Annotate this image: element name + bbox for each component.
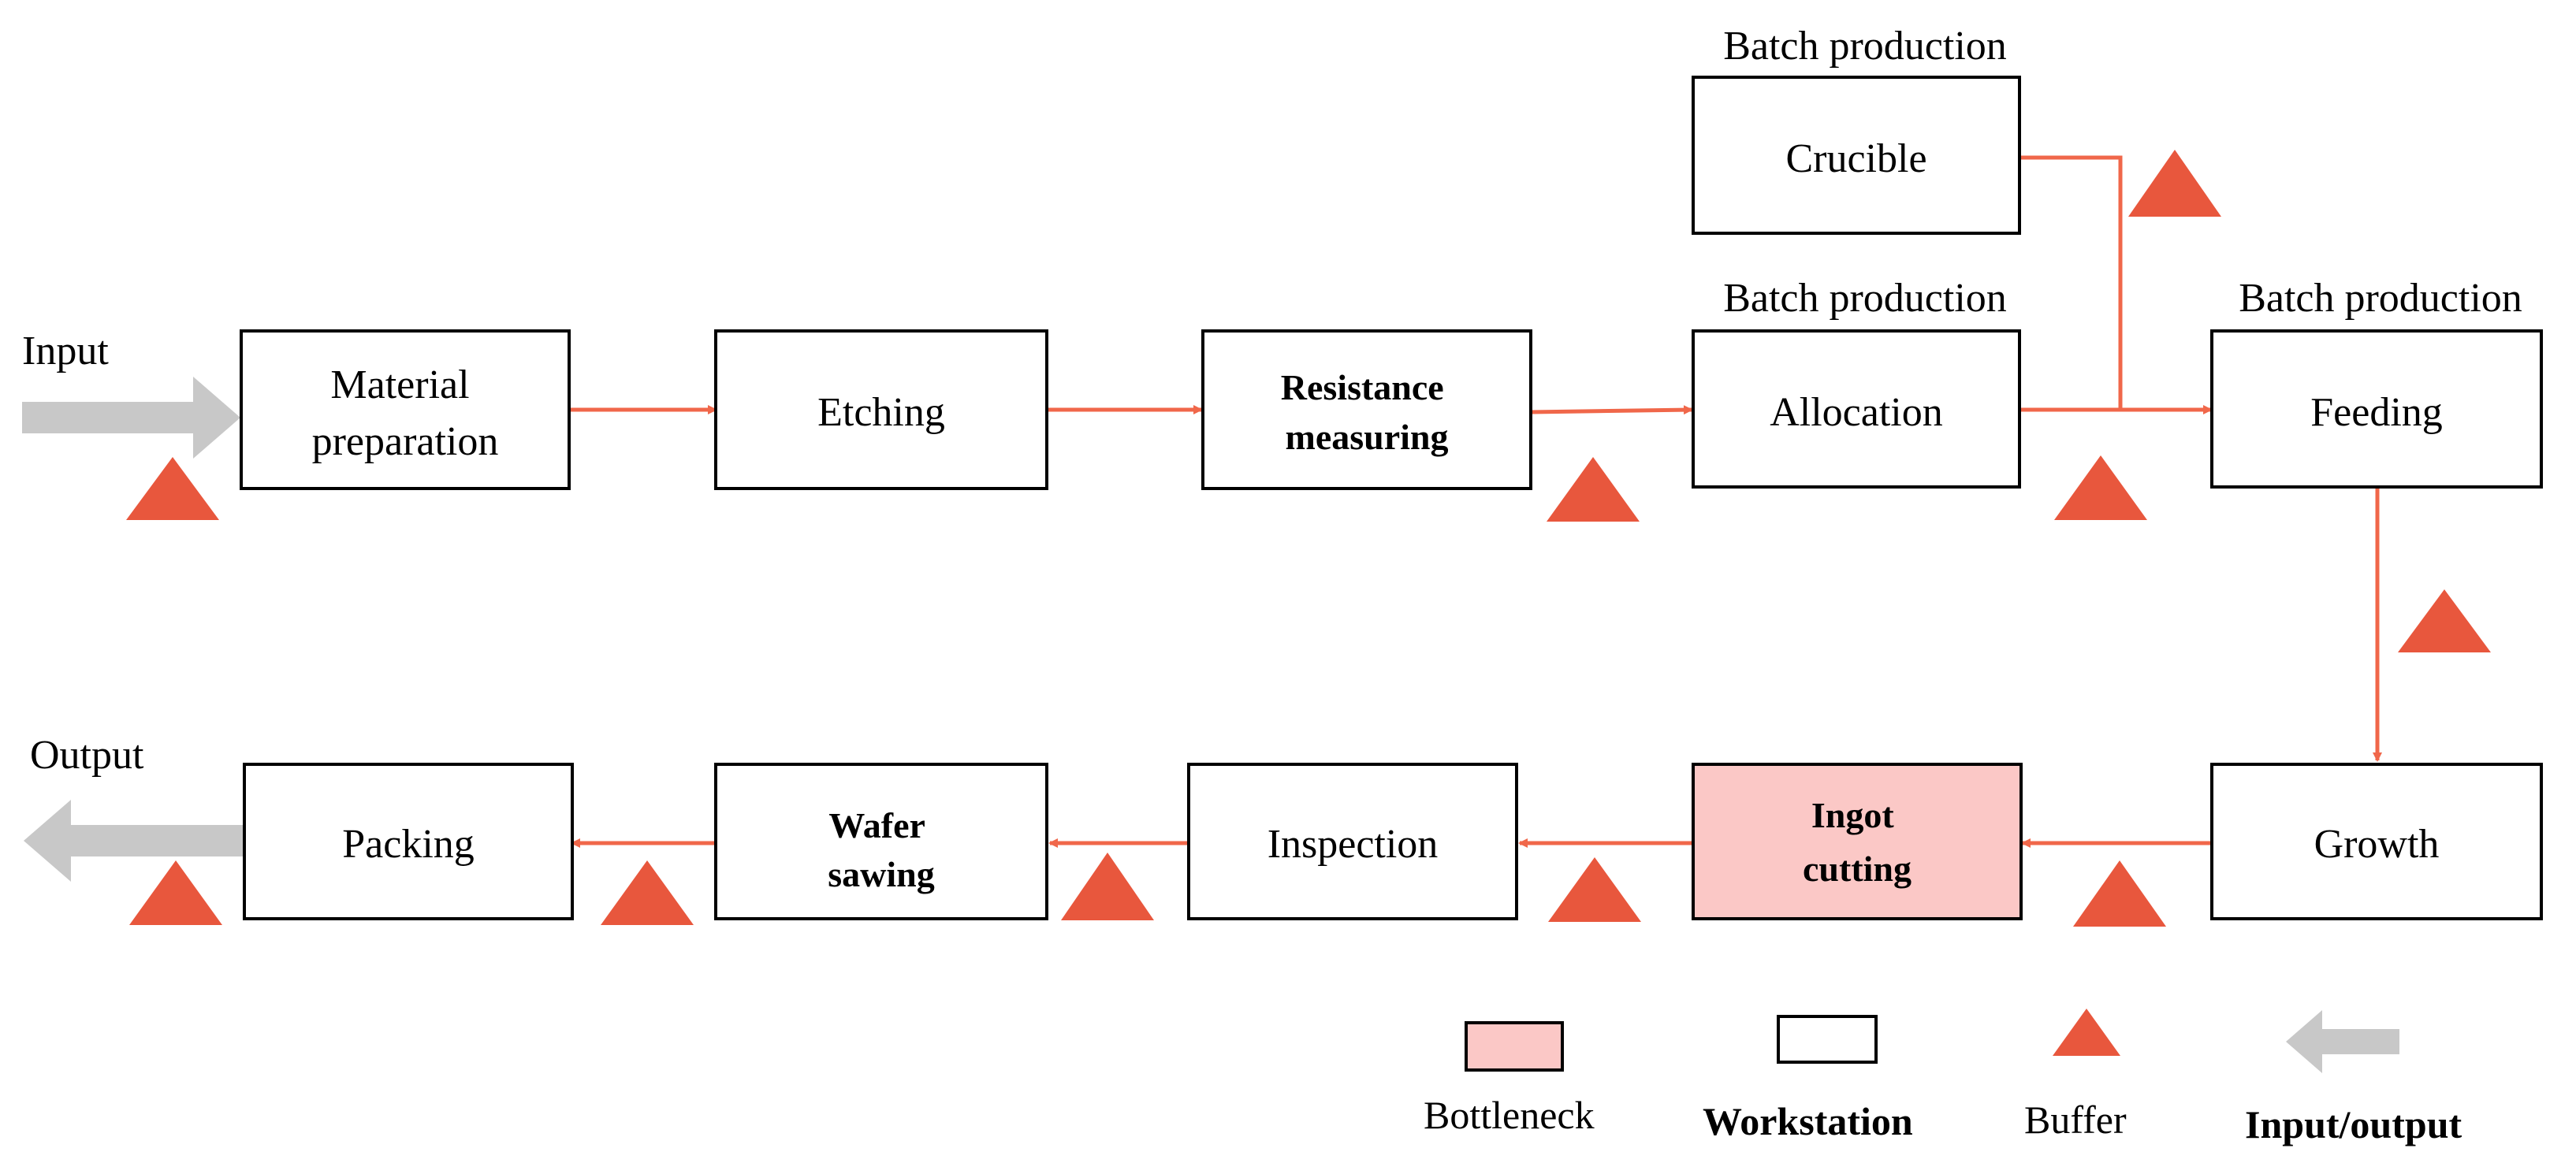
buffer-triangle bbox=[129, 860, 222, 925]
node-wafer-sawing: Wafer sawing bbox=[714, 763, 1048, 920]
svg-text:Feeding: Feeding bbox=[2310, 390, 2443, 435]
buffer-triangle bbox=[2054, 455, 2147, 520]
node-allocation: Allocation bbox=[1692, 329, 2021, 489]
svg-text:Allocation: Allocation bbox=[1770, 390, 1943, 435]
legend-input-output-swatch bbox=[2286, 1010, 2399, 1073]
buffer-triangle bbox=[2128, 150, 2221, 217]
flow-connectors bbox=[569, 155, 2382, 848]
legend: Bottleneck Workstation Buffer Input/outp… bbox=[1424, 1009, 2462, 1146]
output-arrow bbox=[24, 800, 243, 882]
legend-input-output-label: Input/output bbox=[2245, 1102, 2462, 1146]
buffer-triangle bbox=[601, 860, 694, 925]
svg-text:Growth: Growth bbox=[2314, 822, 2440, 867]
crucible-batch-caption: Batch production bbox=[1723, 24, 2007, 69]
node-material-preparation: Material preparation bbox=[240, 329, 571, 490]
flow-resistance-to-allocation bbox=[1530, 405, 1693, 415]
buffer-triangle bbox=[2398, 589, 2491, 652]
node-growth: Growth bbox=[2210, 763, 2543, 920]
svg-text:Inspection: Inspection bbox=[1268, 822, 1439, 867]
legend-buffer-swatch bbox=[2053, 1009, 2120, 1056]
legend-workstation-swatch bbox=[1777, 1015, 1878, 1064]
output-label: Output bbox=[30, 733, 144, 778]
input-label: Input bbox=[22, 329, 109, 373]
node-inspection: Inspection bbox=[1187, 763, 1518, 920]
svg-text:Ingot cutting: Ingot cutting bbox=[1803, 795, 1912, 889]
buffer-triangle bbox=[1547, 457, 1640, 522]
svg-text:Material preparation: Material preparation bbox=[312, 362, 499, 464]
node-resistance-measuring: Resistance measuring bbox=[1201, 329, 1532, 490]
svg-text:Packing: Packing bbox=[342, 822, 475, 867]
svg-text:Resistance measuring: Resistance measuring bbox=[1281, 367, 1453, 457]
allocation-batch-caption: Batch production bbox=[1723, 276, 2007, 321]
svg-text:Crucible: Crucible bbox=[1785, 136, 1926, 181]
buffer-triangle bbox=[1061, 853, 1154, 920]
svg-text:Etching: Etching bbox=[817, 390, 945, 435]
buffer-triangle bbox=[2073, 860, 2166, 927]
flow-crucible-to-feeding bbox=[2019, 155, 2123, 410]
legend-bottleneck-swatch bbox=[1465, 1021, 1564, 1072]
buffer-triangle bbox=[1548, 857, 1641, 922]
legend-bottleneck-label: Bottleneck bbox=[1424, 1093, 1595, 1137]
feeding-batch-caption: Batch production bbox=[2239, 276, 2522, 321]
node-ingot-cutting: Ingot cutting bbox=[1692, 763, 2023, 920]
buffer-triangle bbox=[126, 457, 219, 520]
node-packing: Packing bbox=[243, 763, 574, 920]
node-etching: Etching bbox=[714, 329, 1048, 490]
legend-workstation-label: Workstation bbox=[1703, 1099, 1913, 1143]
svg-text:Wafer sawing: Wafer sawing bbox=[828, 805, 934, 894]
legend-buffer-label: Buffer bbox=[2024, 1098, 2127, 1142]
input-arrow bbox=[22, 377, 240, 459]
node-feeding: Feeding bbox=[2210, 329, 2543, 489]
node-crucible: Crucible bbox=[1692, 76, 2021, 235]
buffers bbox=[126, 150, 2491, 927]
